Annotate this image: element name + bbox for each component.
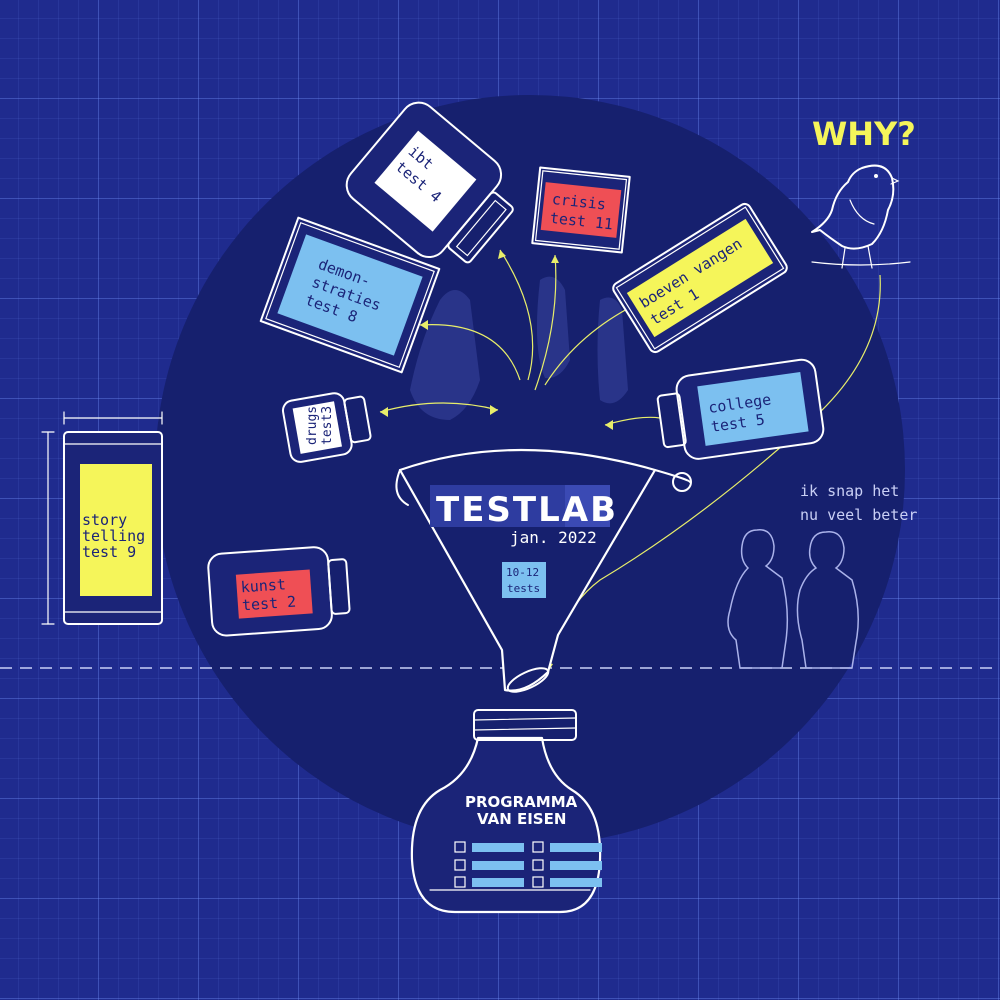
label-storytelling (80, 464, 152, 596)
checklist-line (472, 861, 524, 870)
label-crisis (540, 182, 622, 238)
jar-ibt: ibt test 4 (345, 101, 514, 264)
checklist (454, 841, 602, 888)
label-drugs-line2: test3 (320, 406, 335, 445)
label-kunst-line1: kunst (240, 575, 286, 596)
testlab-title-plate: TESTLAB jan. 2022 (430, 485, 618, 547)
ghost-figures (410, 276, 628, 420)
result-jar-line1: PROGRAMMA (465, 793, 578, 811)
label-storytelling-line3: test 9 (82, 543, 136, 561)
checklist-line (550, 843, 602, 852)
checkbox (454, 859, 466, 871)
testlab-title: TESTLAB (436, 490, 618, 530)
label-storytelling-line2: telling (82, 527, 145, 545)
label-kunst (235, 569, 313, 619)
checkbox (454, 876, 466, 888)
checkbox (532, 859, 544, 871)
label-crisis-line1: crisis (551, 190, 607, 214)
label-storytelling-line1: story (82, 511, 127, 529)
checkbox (454, 841, 466, 853)
people-silhouettes (727, 529, 859, 669)
label-college (697, 371, 809, 446)
label-kunst-line2: test 2 (241, 593, 296, 615)
label-drugs-line1: drugs (305, 406, 320, 445)
checklist-line (472, 878, 524, 887)
tests-count-line1: 10-12 (506, 566, 539, 579)
checklist-line (472, 843, 524, 852)
jar-college: college test 5 (656, 358, 825, 460)
checklist-line (550, 878, 602, 887)
jar-drugs: drugs test3 (281, 392, 372, 463)
jar-demonstraties: demon- straties test 8 (259, 216, 441, 374)
label-ibt (374, 130, 477, 232)
result-jar-line2: VAN EISEN (477, 810, 566, 828)
checkbox (532, 876, 544, 888)
label-boeven (626, 218, 774, 338)
bird-icon (811, 164, 911, 269)
jar-crisis: crisis test 11 (531, 166, 631, 254)
label-drugs (292, 401, 342, 454)
checkbox (532, 841, 544, 853)
jar-kunst: kunst test 2 (207, 546, 351, 637)
tests-count-badge: 10-12 tests (502, 562, 546, 598)
label-demonstraties (277, 234, 423, 356)
testlab-date: jan. 2022 (510, 528, 597, 547)
checklist-line (550, 861, 602, 870)
why-headline: WHY? (812, 115, 916, 153)
jar-storytelling: story telling test 9 (41, 411, 163, 625)
quote-line1: ik snap het (800, 482, 899, 500)
quote-line2: nu veel beter (800, 506, 917, 524)
tests-count-line2: tests (507, 582, 540, 595)
